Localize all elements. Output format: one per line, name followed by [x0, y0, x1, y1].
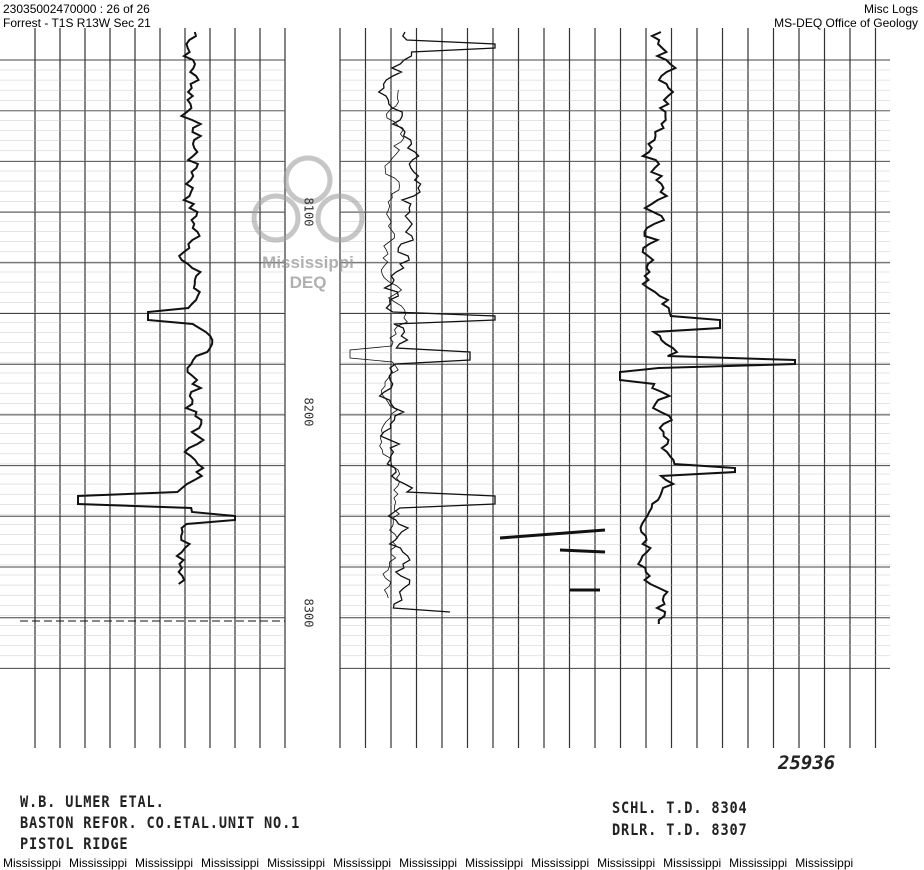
driller-td: DRLR. T.D. 8307	[612, 820, 748, 839]
footer-text: Mississippi	[795, 856, 854, 870]
resistivity-curve-short	[377, 31, 496, 613]
footer-text: Mississippi	[267, 856, 326, 870]
well-name: BASTON REFOR. CO.ETAL.UNIT NO.1	[20, 813, 301, 832]
depth-label-8300: 8300	[301, 598, 316, 628]
well-log-scan	[0, 28, 890, 748]
field-name: PISTOL RIDGE	[20, 834, 129, 853]
document-id: 23035002470000 : 26 of 26	[3, 2, 150, 16]
resistivity-curve-long	[349, 89, 408, 599]
depth-label-8200: 8200	[301, 397, 316, 427]
header-left: 23035002470000 : 26 of 26 Forrest - T1S …	[3, 2, 151, 30]
depth-label-8100: 8100	[301, 197, 316, 227]
serial-number: 25936	[778, 752, 836, 774]
footer-text: Mississippi	[399, 856, 458, 870]
footer-text: Mississippi	[201, 856, 260, 870]
footer-text: Mississippi	[729, 856, 788, 870]
watermark-line2: DEQ	[289, 273, 327, 292]
conductivity-curve	[619, 31, 796, 624]
sp-curve	[77, 31, 236, 585]
watermark-line1: Mississippi	[262, 253, 354, 272]
agency: MS-DEQ Office of Geology	[774, 16, 918, 30]
schlumberger-td: SCHL. T.D. 8304	[612, 798, 748, 817]
header-right: Misc Logs MS-DEQ Office of Geology	[774, 2, 918, 30]
footer-text: Mississippi	[597, 856, 656, 870]
location: Forrest - T1S R13W Sec 21	[3, 16, 151, 30]
footer-text: Mississippi	[333, 856, 392, 870]
footer-text: Mississippi	[465, 856, 524, 870]
footer-watermark: Mississippi Mississippi Mississippi Mississ…	[3, 856, 861, 870]
mississippi-deq-watermark: Mississippi DEQ	[248, 150, 368, 293]
log-mark	[499, 528, 606, 592]
footer-text: Mississippi	[3, 856, 62, 870]
operator: W.B. ULMER ETAL.	[20, 792, 165, 811]
footer-text: Mississippi	[69, 856, 128, 870]
footer-text: Mississippi	[135, 856, 194, 870]
footer-text: Mississippi	[663, 856, 722, 870]
footer-text: Mississippi	[531, 856, 590, 870]
deq-logo-icon	[251, 155, 365, 243]
category: Misc Logs	[863, 2, 918, 16]
